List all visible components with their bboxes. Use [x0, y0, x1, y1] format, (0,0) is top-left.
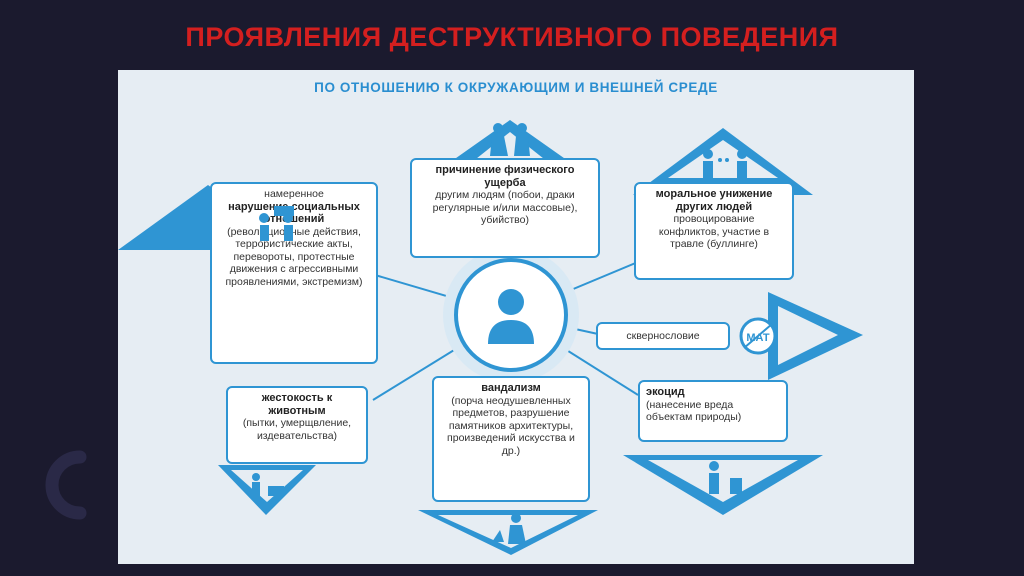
bullying-icon	[703, 149, 747, 183]
item-swearing-box: сквернословие	[596, 322, 730, 350]
vandalism-icon	[492, 513, 526, 544]
svg-text:МАТ: МАТ	[746, 332, 770, 344]
infographic-panel: ПО ОТНОШЕНИЮ К ОКРУЖАЮЩИМ И ВНЕШНЕЙ СРЕД…	[118, 70, 914, 564]
item-physical-box: причинение физического ущерба другим люд…	[410, 158, 600, 258]
fight-icon	[490, 123, 530, 156]
item-vandalism-box: вандализм (порча неодушевленных предмето…	[432, 376, 590, 502]
littering-icon	[709, 461, 742, 494]
slide-title: ПРОЯВЛЕНИЯ ДЕСТРУКТИВНОГО ПОВЕДЕНИЯ	[185, 22, 839, 52]
mat-icon: МАТ	[736, 316, 780, 356]
protest-icon	[259, 206, 294, 241]
panel-heading: ПО ОТНОШЕНИЮ К ОКРУЖАЮЩИМ И ВНЕШНЕЙ СРЕД…	[314, 80, 718, 95]
item-cruelty-box: жестокость к животным (пытки, умерщвлени…	[226, 386, 368, 464]
item-ecocide-box: экоцид (нанесение вреда объектам природы…	[638, 380, 788, 442]
item-moral-box: моральное унижение других людей провоцир…	[634, 182, 794, 280]
logo-arc-icon	[45, 450, 87, 520]
animal-cruelty-icon	[252, 473, 284, 500]
person-icon	[488, 289, 534, 344]
